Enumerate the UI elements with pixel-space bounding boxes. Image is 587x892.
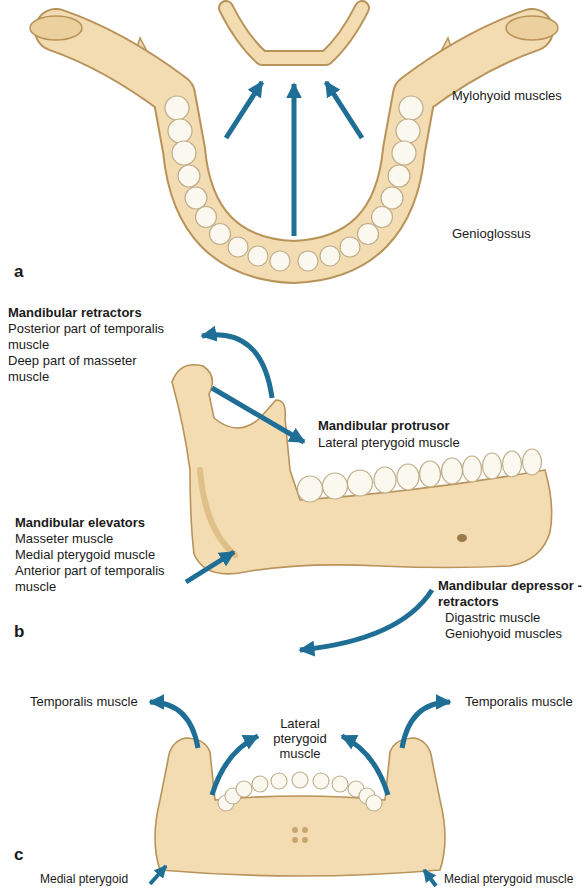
teeth-part — [248, 246, 268, 266]
muscle-arrows-part — [150, 866, 166, 884]
panel-a-mandible — [30, 8, 558, 271]
muscle-arrows-part — [402, 702, 450, 748]
muscle-arrows-part — [300, 590, 432, 650]
muscle-arrows-part — [212, 736, 258, 795]
teeth-part — [323, 473, 348, 499]
teeth-part — [420, 461, 441, 487]
muscle-label: Mylohyoid muscles — [452, 88, 562, 104]
teeth-part — [270, 251, 290, 271]
teeth-part — [348, 470, 373, 496]
muscle-arrows — [186, 335, 432, 650]
genial-tubercles-part — [302, 827, 308, 833]
teeth-part — [292, 772, 308, 788]
muscle-arrows-part — [186, 552, 234, 582]
panel-a-mandible-part — [226, 8, 362, 58]
teeth-part — [374, 467, 396, 493]
muscle-label: Genioglossus — [452, 226, 531, 242]
action-heading: Mandibular elevators — [15, 515, 145, 531]
muscle-label: Deep part of masseter muscle — [8, 353, 158, 385]
muscle-arrows-part — [212, 388, 304, 442]
genial-tubercles-part — [302, 837, 308, 843]
teeth-part — [185, 187, 207, 209]
panel-c-mandible — [150, 702, 450, 886]
muscle-label: Geniohyoid muscles — [445, 626, 562, 642]
muscle-arrows-part — [150, 702, 198, 748]
teeth-part — [298, 251, 318, 271]
teeth — [218, 772, 382, 811]
teeth-part — [503, 451, 522, 477]
teeth-part — [168, 119, 192, 143]
teeth-part — [340, 237, 360, 257]
genial-tubercles — [292, 827, 308, 843]
muscle-label: Medial pterygoid muscle — [444, 872, 573, 886]
teeth-part — [381, 187, 403, 209]
muscle-label: Lateral pterygoid muscle — [318, 435, 460, 451]
teeth-part — [396, 119, 420, 143]
panel-a-mandible-part — [506, 16, 558, 40]
panel-a-mandible-part — [30, 16, 82, 40]
teeth-part — [366, 795, 382, 811]
muscle-label: Medial pterygoid — [40, 872, 128, 886]
panel-letter: a — [14, 262, 23, 282]
muscle-label: Temporalis muscle — [465, 694, 573, 710]
panel-b-mandible-part — [457, 534, 467, 542]
muscle-arrows — [226, 82, 362, 236]
muscle-arrows-part — [342, 736, 388, 795]
muscle-arrows-part — [424, 870, 436, 886]
teeth-part — [397, 464, 419, 490]
teeth-part — [483, 453, 502, 479]
teeth-part — [358, 224, 379, 245]
teeth-part — [332, 776, 348, 792]
action-heading: Mandibular protrusor — [318, 418, 449, 434]
teeth-part — [228, 237, 248, 257]
action-heading: Mandibular retractors — [8, 305, 142, 321]
teeth-part — [372, 207, 393, 228]
muscle-label: Anterior part of temporalis muscle — [15, 563, 187, 595]
muscle-label: Masseter muscle — [15, 531, 113, 547]
muscle-label: Temporalis muscle — [30, 694, 138, 710]
genial-tubercles-part — [292, 837, 298, 843]
teeth-part — [271, 773, 287, 789]
teeth-part — [165, 96, 189, 120]
teeth-part — [210, 224, 231, 245]
muscle-label: Posterior part of temporalis muscle — [8, 321, 193, 353]
teeth-part — [399, 96, 423, 120]
muscle-label: Medial pterygoid muscle — [15, 547, 155, 563]
muscle-label: Digastric muscle — [445, 610, 540, 626]
teeth-part — [463, 456, 482, 482]
teeth-part — [178, 165, 200, 187]
teeth-part — [252, 776, 268, 792]
teeth-part — [320, 246, 340, 266]
teeth-part — [172, 141, 196, 165]
muscle-label: Lateral pterygoid muscle — [265, 716, 335, 761]
teeth-part — [298, 476, 323, 502]
muscle-arrows-part — [226, 82, 262, 138]
teeth-part — [236, 781, 252, 797]
teeth-part — [313, 773, 329, 789]
genial-tubercles-part — [292, 827, 298, 833]
muscle-arrows — [150, 866, 436, 886]
panel-letter: c — [14, 845, 23, 865]
teeth-part — [388, 165, 410, 187]
teeth-part — [196, 207, 217, 228]
muscle-arrows-part — [292, 84, 297, 236]
teeth-part — [523, 449, 542, 475]
panel-b-mandible-part — [200, 470, 235, 555]
teeth-part — [442, 458, 463, 484]
action-heading: Mandibular depressor -retractors — [438, 578, 583, 610]
panel-letter: b — [14, 622, 24, 642]
muscle-arrows — [150, 702, 450, 795]
teeth-part — [392, 141, 416, 165]
panel-a-mandible-part — [226, 8, 362, 58]
teeth — [298, 449, 542, 502]
panel-b-mandible-part — [172, 365, 552, 574]
muscle-arrows-part — [326, 82, 362, 138]
